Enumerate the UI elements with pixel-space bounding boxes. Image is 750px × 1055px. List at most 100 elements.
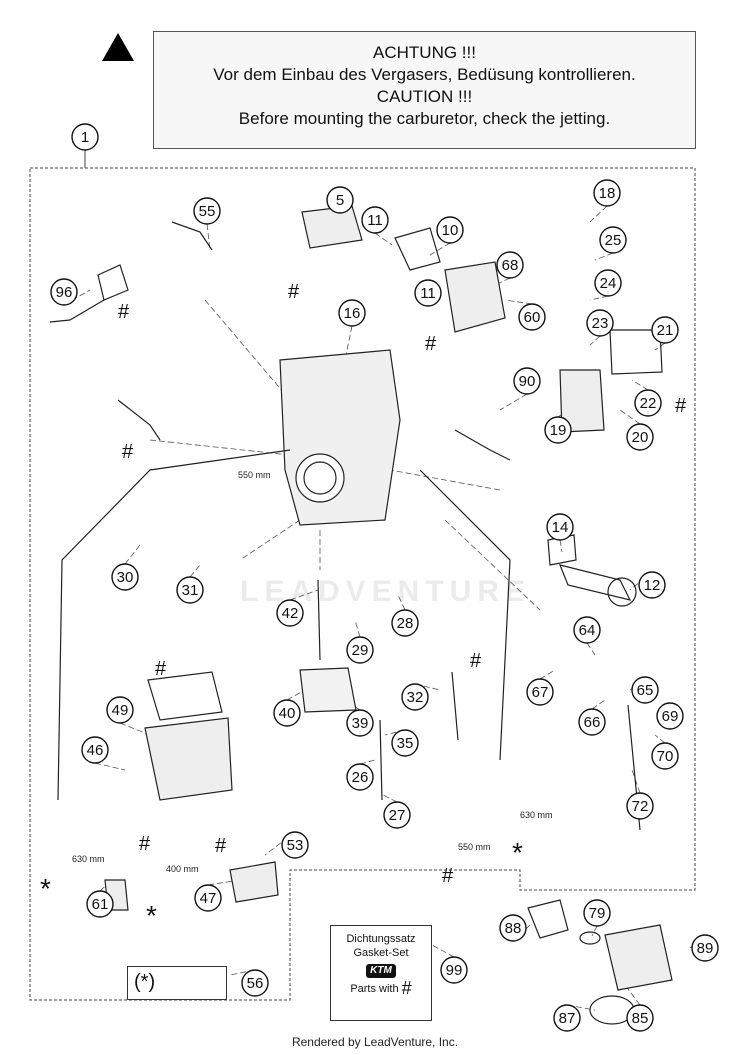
leader-line bbox=[591, 699, 606, 710]
callout-circle bbox=[631, 676, 659, 704]
callout-40: 40 bbox=[273, 699, 301, 727]
callout-circle bbox=[436, 216, 464, 244]
callout-label: 96 bbox=[56, 284, 73, 301]
tps-sensor-part bbox=[97, 264, 129, 301]
callout-69: 69 bbox=[656, 702, 684, 730]
callout-circle bbox=[106, 696, 134, 724]
hash-marker: # bbox=[118, 301, 130, 323]
callout-circle bbox=[241, 969, 269, 997]
leader-line bbox=[589, 205, 608, 223]
top-cover-part bbox=[301, 205, 363, 249]
callout-circle bbox=[499, 914, 527, 942]
leader-line bbox=[586, 642, 596, 656]
leader-line bbox=[389, 469, 501, 491]
callout-1: 1 bbox=[71, 123, 99, 151]
callout-label: 69 bbox=[662, 708, 679, 725]
callout-circle bbox=[383, 801, 411, 829]
callout-label: 20 bbox=[632, 429, 649, 446]
callout-circle bbox=[691, 934, 719, 962]
leader-line bbox=[444, 519, 541, 611]
callout-5: 5 bbox=[326, 186, 354, 214]
callout-circle bbox=[651, 316, 679, 344]
callout-label: 23 bbox=[592, 315, 609, 332]
leader-line bbox=[631, 769, 641, 794]
callout-66: 66 bbox=[578, 708, 606, 736]
gasket-set-line-en: Gasket-Set bbox=[353, 947, 409, 959]
callout-circle bbox=[401, 683, 429, 711]
callout-label: 29 bbox=[352, 642, 369, 659]
callout-circle bbox=[346, 636, 374, 664]
callout-circle bbox=[544, 416, 572, 444]
callout-circle bbox=[346, 709, 374, 737]
tps-cable-part bbox=[49, 299, 105, 323]
callout-label: 11 bbox=[367, 212, 383, 229]
callout-85: 85 bbox=[626, 1004, 654, 1032]
dimension-d630b: 630 mm bbox=[520, 810, 553, 820]
callout-label: 72 bbox=[632, 798, 649, 815]
leader-line bbox=[124, 544, 141, 565]
callout-circle bbox=[518, 303, 546, 331]
callout-circle bbox=[599, 226, 627, 254]
assembly-frame bbox=[29, 167, 696, 1001]
callout-10: 10 bbox=[436, 216, 464, 244]
callout-circle bbox=[50, 278, 78, 306]
pump-cover-part bbox=[229, 861, 279, 903]
leader-line bbox=[539, 669, 556, 680]
leader-line bbox=[286, 689, 306, 701]
leader-line bbox=[631, 379, 649, 391]
callout-circle bbox=[578, 708, 606, 736]
leader-line bbox=[207, 879, 241, 886]
callout-88: 88 bbox=[499, 914, 527, 942]
callout-circle bbox=[573, 616, 601, 644]
callout-label: 65 bbox=[637, 682, 654, 699]
callout-label: 1 bbox=[81, 129, 89, 146]
star-marker: * bbox=[40, 873, 51, 904]
callout-90: 90 bbox=[513, 367, 541, 395]
callout-30: 30 bbox=[111, 563, 139, 591]
leader-line bbox=[591, 925, 598, 937]
callout-circle bbox=[513, 367, 541, 395]
callout-19: 19 bbox=[544, 416, 572, 444]
callout-label: 40 bbox=[279, 705, 296, 722]
leader-line bbox=[594, 252, 614, 261]
leader-line bbox=[264, 831, 296, 856]
callout-label: 31 bbox=[182, 582, 199, 599]
leader-line bbox=[382, 794, 398, 803]
gasket-set-hash: # bbox=[401, 978, 412, 998]
bowl-gasket-part bbox=[147, 671, 223, 721]
hot-start-cable-part bbox=[454, 429, 511, 461]
callout-label: 99 bbox=[446, 962, 463, 979]
callout-label: 56 bbox=[247, 975, 264, 992]
leader-line bbox=[149, 439, 291, 456]
callout-label: 66 bbox=[584, 714, 601, 731]
hose-clamp-part bbox=[579, 931, 601, 945]
callout-circle bbox=[638, 571, 666, 599]
callout-label: 42 bbox=[282, 605, 299, 622]
callout-label: 70 bbox=[657, 748, 674, 765]
leader-line bbox=[589, 335, 601, 346]
hash-marker: # bbox=[139, 833, 151, 855]
gasket-set-parts-line: Parts with # bbox=[331, 978, 431, 998]
callout-label: 24 bbox=[600, 275, 617, 292]
callout-circle bbox=[86, 890, 114, 918]
caution-box: ACHTUNG !!! Vor dem Einbau des Vergasers… bbox=[153, 31, 696, 149]
throttle-lever-part bbox=[394, 227, 441, 271]
callout-label: 12 bbox=[644, 577, 661, 594]
gasket-set-line-de: Dichtungssatz bbox=[346, 933, 416, 945]
star-markers: *** bbox=[40, 837, 523, 931]
leader-line bbox=[354, 619, 361, 638]
dimension-d550a: 550 mm bbox=[238, 470, 271, 480]
callout-circle bbox=[414, 279, 442, 307]
callout-26: 26 bbox=[346, 763, 374, 791]
dimension-d630a: 630 mm bbox=[72, 854, 105, 864]
float-bowl-part bbox=[144, 717, 233, 801]
pump-gasket-part bbox=[609, 329, 663, 375]
callout-circle bbox=[111, 563, 139, 591]
callout-35: 35 bbox=[391, 729, 419, 757]
callout-circle bbox=[338, 299, 366, 327]
callout-circle bbox=[281, 831, 309, 859]
carburetor-body bbox=[279, 349, 401, 526]
callout-circle bbox=[81, 736, 109, 764]
callout-11a: 11 bbox=[361, 206, 389, 234]
callout-12: 12 bbox=[638, 571, 666, 599]
